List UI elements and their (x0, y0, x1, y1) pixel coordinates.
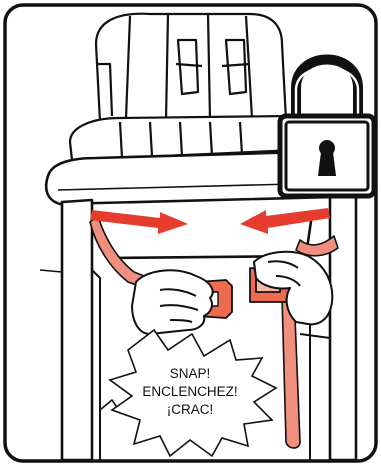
burst-text-crac: ¡CRAC! (167, 402, 214, 417)
burst-text-enclenchez: ENCLENCHEZ! (142, 384, 237, 399)
hand-left (132, 270, 213, 334)
burst-text-snap: SNAP! (170, 366, 211, 381)
seat-cushion (70, 14, 296, 160)
